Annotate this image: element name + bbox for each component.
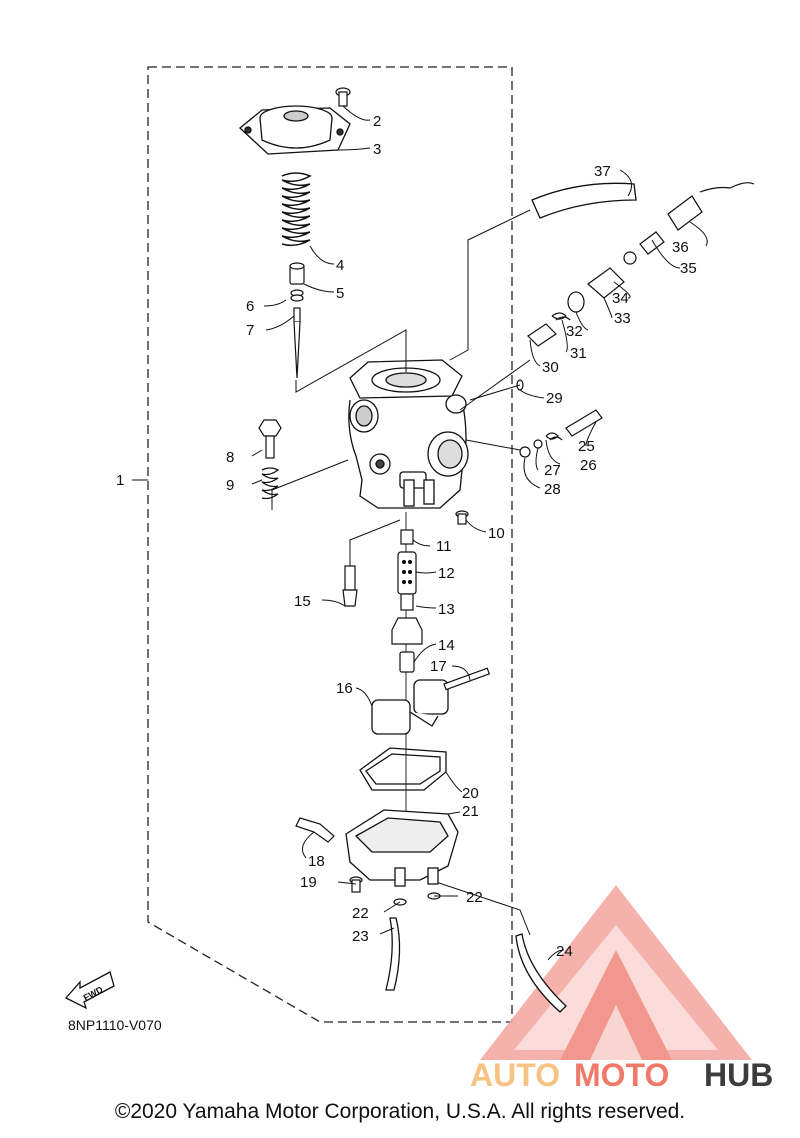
callout-29: 29 (546, 390, 563, 407)
main-jet-assembly (391, 529, 423, 673)
drain-hose (385, 917, 401, 991)
callout-12: 12 (438, 565, 455, 582)
callout-22-right: 22 (466, 889, 483, 906)
callout-26: 26 (580, 457, 597, 474)
chamber-screw (349, 876, 363, 893)
needle-holder (289, 262, 305, 285)
vent-hose (531, 182, 637, 219)
callout-10: 10 (488, 525, 505, 542)
jet-needle (293, 307, 301, 379)
callout-labels: 2 3 4 5 6 7 8 9 1 10 11 12 13 14 15 16 1… (116, 113, 697, 960)
wordmark-hub: HUB (704, 1057, 773, 1093)
callout-19: 19 (300, 874, 317, 891)
throttle-spring (281, 172, 312, 247)
cover-screw (335, 87, 351, 107)
needle-clip (290, 289, 304, 302)
float (371, 679, 449, 735)
drain-screw (295, 817, 335, 843)
callout-35: 35 (680, 260, 697, 277)
callout-9: 9 (226, 477, 234, 494)
callout-23: 23 (352, 928, 369, 945)
throttle-stop-screw (258, 419, 282, 459)
pilot-jet (342, 565, 358, 607)
callout-21: 21 (462, 803, 479, 820)
callout-11: 11 (436, 538, 452, 555)
callout-36: 36 (672, 239, 689, 256)
callout-16: 16 (336, 680, 353, 697)
automotohub-wordmark: AUTO MOTO HUB (470, 1057, 773, 1093)
carburetor-top-cover (239, 105, 351, 155)
callout-17: 17 (430, 658, 447, 675)
callout-24: 24 (556, 943, 573, 960)
assembly-boundary (147, 66, 513, 1023)
overflow-hose (515, 933, 567, 1013)
callout-31: 31 (570, 345, 587, 362)
callout-8: 8 (226, 449, 234, 466)
hose-clips (393, 892, 441, 906)
callout-25: 25 (578, 438, 595, 455)
wordmark-moto: MOTO (574, 1057, 669, 1093)
callout-3: 3 (373, 141, 381, 158)
callout-1: 1 (116, 472, 124, 489)
small-screw (455, 510, 469, 525)
callout-18: 18 (308, 853, 325, 870)
callout-leaders (132, 105, 708, 961)
callout-2: 2 (373, 113, 381, 130)
pilot-air-screw-set (519, 409, 603, 458)
copyright-notice: ©2020 Yamaha Motor Corporation, U.S.A. A… (114, 1100, 686, 1123)
carburetor-body (348, 359, 469, 509)
callout-28: 28 (544, 481, 561, 498)
callout-13: 13 (438, 601, 455, 618)
callout-5: 5 (336, 285, 344, 302)
callout-4: 4 (336, 257, 344, 274)
fwd-arrow-icon: FWD (64, 971, 115, 1010)
callout-33: 33 (614, 310, 631, 327)
callout-15: 15 (294, 593, 311, 610)
callout-30: 30 (542, 359, 559, 376)
wordmark-auto: AUTO (470, 1057, 560, 1093)
diagram-code: 8NP1110-V070 (68, 1017, 162, 1033)
callout-22-left: 22 (352, 905, 369, 922)
callout-34: 34 (612, 290, 629, 307)
callout-32: 32 (566, 323, 583, 340)
callout-20: 20 (462, 785, 479, 802)
starter-plunger-set (527, 182, 755, 347)
callout-14: 14 (438, 637, 455, 654)
float-chamber-gasket (359, 747, 447, 791)
callout-37: 37 (594, 163, 611, 180)
callout-7: 7 (246, 322, 254, 339)
automotohub-logo (480, 885, 752, 1060)
callout-27: 27 (544, 462, 561, 479)
callout-6: 6 (246, 298, 254, 315)
float-chamber (345, 809, 459, 887)
float-pin (443, 667, 491, 691)
stop-screw-spring (261, 467, 280, 500)
